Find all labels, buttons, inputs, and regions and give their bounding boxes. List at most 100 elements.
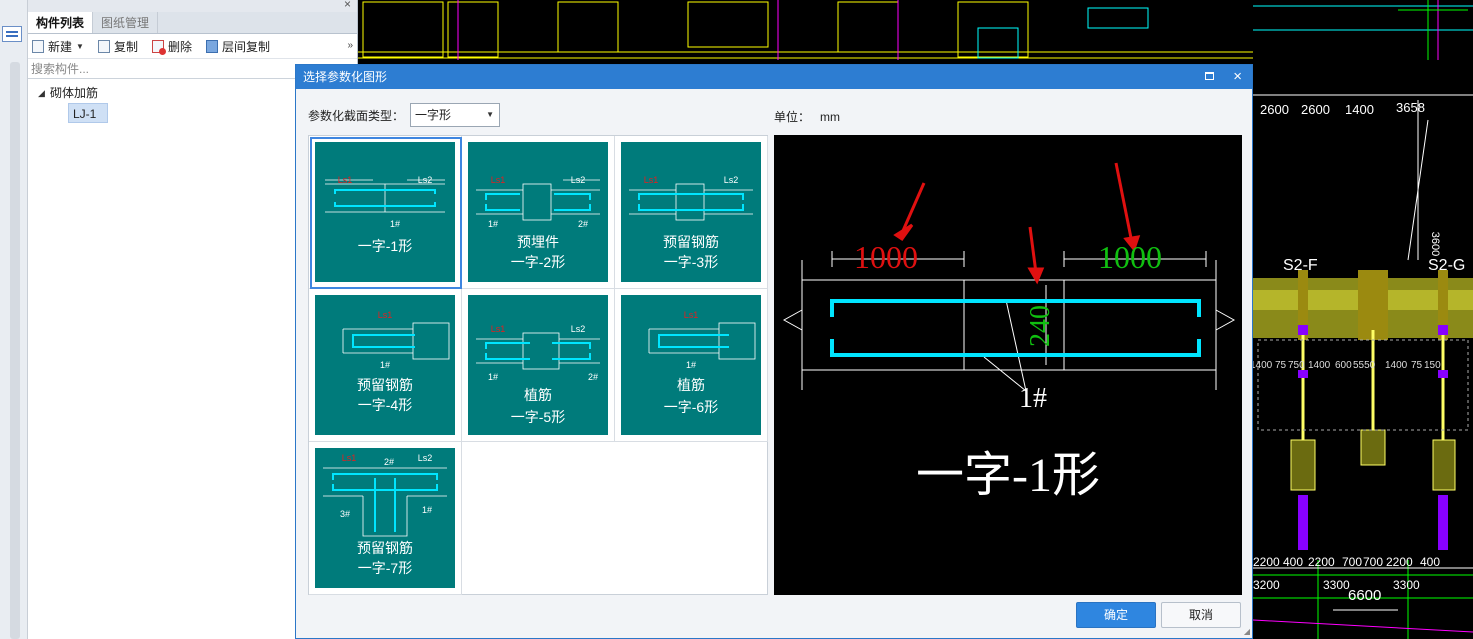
cad-side-text: 3600 bbox=[1429, 231, 1442, 257]
shape-tile-5-line2: 一字-5形 bbox=[510, 409, 566, 425]
shape-tile-6-line1: 植筋 bbox=[677, 377, 705, 393]
shape-2-diagram bbox=[476, 179, 600, 221]
preview-right-dim: 1000 bbox=[1098, 239, 1162, 275]
cad-row-dim-7: 1400 bbox=[1385, 360, 1408, 371]
tile7-r2-label: 2# bbox=[383, 457, 394, 467]
component-tree: ◢ 砌体加筋 LJ-1 bbox=[28, 79, 357, 123]
panel-header: × bbox=[28, 0, 357, 12]
cad-bottom2-dim-1: 3200 bbox=[1253, 578, 1280, 592]
shape-tile-3[interactable]: Ls1 Ls2 预留钢筋 一字-3形 bbox=[615, 136, 768, 289]
shape-tile-6[interactable]: Ls1 1# 植筋 一字-6形 bbox=[615, 289, 768, 442]
delete-button[interactable]: 删除 bbox=[151, 38, 192, 55]
section-type-value: 一字形 bbox=[415, 108, 452, 122]
cad-bottom-dim-6: 2200 bbox=[1386, 555, 1413, 569]
tile5-r1-label: 1# bbox=[487, 372, 498, 382]
shape-tile-5-image: Ls1 Ls2 1# 2# 植筋 一字-5形 bbox=[468, 295, 608, 435]
tile-ls2-label: Ls2 bbox=[417, 175, 433, 185]
shape-tile-4[interactable]: Ls1 1# 预留钢筋 一字-4形 bbox=[309, 289, 462, 442]
shape-tile-7[interactable]: Ls1 2# Ls2 3# 1# 预留钢筋 一字-7形 bbox=[309, 442, 462, 595]
cad-row-dim-5: 600 bbox=[1335, 360, 1352, 371]
cad-bottom-dim-5: 700 bbox=[1363, 555, 1384, 569]
shape-5-diagram bbox=[476, 332, 600, 370]
panel-close-icon[interactable]: × bbox=[343, 0, 351, 11]
tile4-r1-label: 1# bbox=[379, 360, 390, 370]
shape-tile-5[interactable]: Ls1 Ls2 1# 2# 植筋 一字-5形 bbox=[462, 289, 615, 442]
cad-bottom-dim-4: 700 bbox=[1342, 555, 1363, 569]
tree-group[interactable]: ◢ 砌体加筋 bbox=[28, 83, 357, 103]
shape-preview: 1000 1000 240 1# 一字-1形 bbox=[774, 135, 1242, 595]
close-icon[interactable]: × bbox=[1233, 68, 1242, 85]
tile5-ls1-label: Ls1 bbox=[490, 324, 506, 334]
tile4-ls1-label: Ls1 bbox=[377, 310, 393, 320]
tab-drawing-manage[interactable]: 图纸管理 bbox=[93, 12, 159, 33]
shape-1-diagram bbox=[325, 179, 445, 213]
shape-tile-2-line1: 预埋件 bbox=[517, 234, 559, 250]
shape-grid: Ls1 Ls2 1# 一字-1形 bbox=[308, 135, 768, 595]
shape-tile-5-line1: 植筋 bbox=[524, 387, 552, 403]
tile7-ls2-label: Ls2 bbox=[417, 453, 433, 463]
left-scrollbar[interactable] bbox=[10, 62, 20, 639]
cad-row-dim-2: 75 bbox=[1275, 360, 1287, 371]
left-strip bbox=[0, 0, 28, 639]
dialog-title-bar[interactable]: 选择参数化图形 × bbox=[296, 65, 1252, 89]
chevron-down-icon: ▼ bbox=[486, 110, 495, 119]
tree-item[interactable]: LJ-1 bbox=[68, 103, 108, 123]
toolbar-more-icon[interactable]: » bbox=[347, 40, 353, 51]
shape-tile-3-line2: 一字-3形 bbox=[663, 254, 719, 270]
tab-component-list[interactable]: 构件列表 bbox=[28, 12, 94, 33]
collapse-triangle-icon[interactable]: ◢ bbox=[38, 88, 45, 98]
tile3-ls1-label: Ls1 bbox=[643, 175, 659, 185]
floor-copy-icon bbox=[205, 39, 218, 53]
maximize-icon[interactable] bbox=[1205, 72, 1214, 80]
preview-diagram bbox=[782, 162, 1236, 392]
shape-3-diagram bbox=[629, 183, 753, 221]
preview-caption: 一字-1形 bbox=[916, 449, 1100, 502]
new-icon bbox=[32, 39, 44, 53]
shape-tile-7-image: Ls1 2# Ls2 3# 1# 预留钢筋 一字-7形 bbox=[315, 448, 455, 588]
search-input[interactable]: 搜索构件... bbox=[28, 59, 357, 79]
delete-label: 删除 bbox=[167, 39, 192, 54]
shape-tile-4-line2: 一字-4形 bbox=[357, 397, 413, 413]
section-type-select[interactable]: 一字形 ▼ bbox=[410, 103, 501, 127]
unit-label: 单位： bbox=[774, 110, 811, 124]
tile2-r2-label: 2# bbox=[577, 219, 588, 229]
cad-row-dim-1: 1400 bbox=[1250, 360, 1273, 371]
unit-value: mm bbox=[820, 110, 841, 124]
shape-tile-2-line2: 一字-2形 bbox=[510, 254, 566, 270]
resize-grip-icon[interactable]: ◢ bbox=[1243, 627, 1250, 636]
cad-row-dim-6: 5550 bbox=[1353, 360, 1376, 371]
tile3-ls2-label: Ls2 bbox=[723, 175, 739, 185]
shape-tile-1[interactable]: Ls1 Ls2 1# 一字-1形 bbox=[309, 136, 462, 289]
copy-icon bbox=[97, 39, 110, 53]
shape-tile-6-line2: 一字-6形 bbox=[663, 399, 719, 415]
cad-dim-1: 2600 bbox=[1260, 102, 1289, 117]
cad-bottom2-dim-2: 3300 bbox=[1323, 578, 1350, 592]
shape-tile-2[interactable]: Ls1 Ls2 1# 2# 预埋件 一字-2形 bbox=[462, 136, 615, 289]
tile7-ls1-label: Ls1 bbox=[341, 453, 357, 463]
preview-rebar-label: 1# bbox=[1019, 383, 1047, 414]
floor-copy-label: 层间复制 bbox=[221, 39, 270, 54]
cad-row-dim-9: 150 bbox=[1424, 360, 1441, 371]
section-type-row: 参数化截面类型： 一字形 ▼ bbox=[308, 103, 501, 127]
copy-button[interactable]: 复制 bbox=[97, 38, 138, 55]
section-type-label: 参数化截面类型： bbox=[308, 108, 405, 123]
shape-4-diagram bbox=[342, 322, 450, 360]
tile7-r1-label: 1# bbox=[421, 505, 432, 515]
cad-bottom-dim-2: 400 bbox=[1283, 555, 1304, 569]
shape-tile-3-line1: 预留钢筋 bbox=[663, 234, 719, 250]
cancel-button[interactable]: 取消 bbox=[1161, 602, 1241, 628]
properties-icon[interactable] bbox=[2, 26, 22, 42]
shape-tile-4-line1: 预留钢筋 bbox=[357, 377, 413, 393]
tile-ls1-label: Ls1 bbox=[337, 175, 353, 185]
chevron-down-icon: ▼ bbox=[76, 41, 84, 51]
tile-r1-label: 1# bbox=[389, 219, 400, 229]
tile2-ls1-label: Ls1 bbox=[490, 175, 506, 185]
cad-total-dim: 6600 bbox=[1348, 587, 1382, 604]
new-button[interactable]: 新建 ▼ bbox=[32, 38, 84, 55]
cad-bottom2-dim-3: 3300 bbox=[1393, 578, 1420, 592]
floor-copy-button[interactable]: 层间复制 bbox=[205, 38, 270, 55]
ok-button[interactable]: 确定 bbox=[1076, 602, 1156, 628]
cad-bottom-dim-7: 400 bbox=[1420, 555, 1441, 569]
tile2-r1-label: 1# bbox=[487, 219, 498, 229]
